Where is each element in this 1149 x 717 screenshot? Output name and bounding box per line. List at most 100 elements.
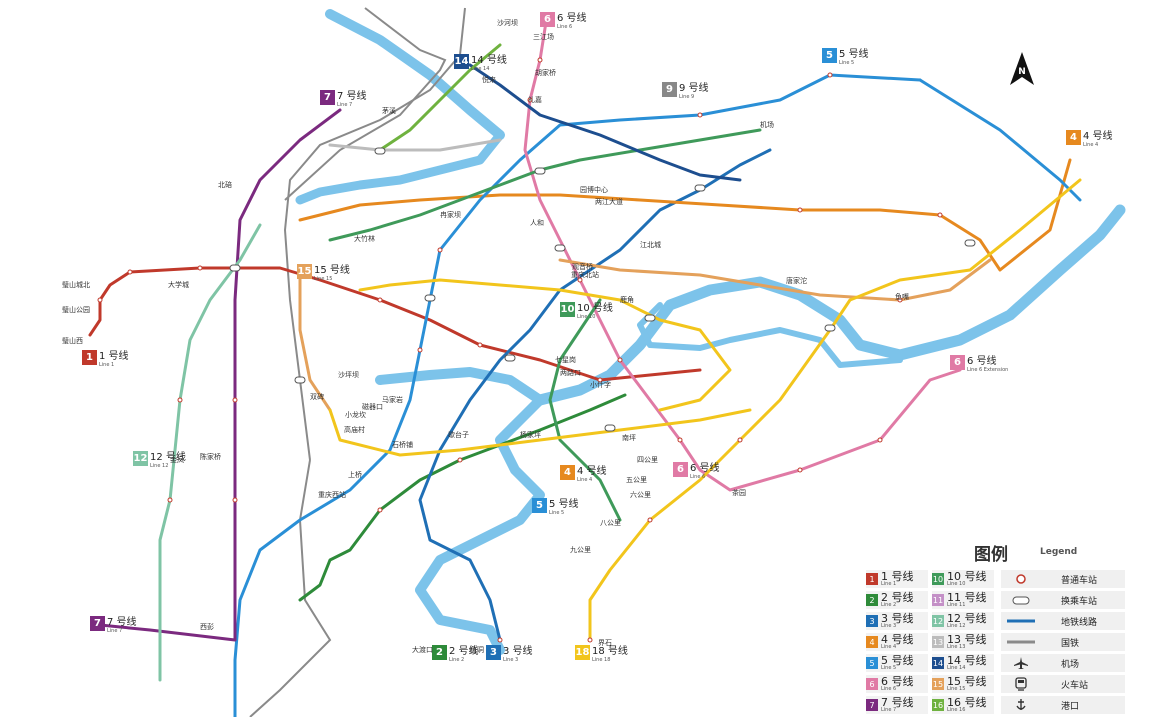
legend-line-en: Line 4 (881, 643, 897, 650)
north-arrow-icon: N (1005, 50, 1039, 88)
legend-symbol-label: 火车站 (1061, 680, 1089, 691)
line-badge-cn: 9 号线 (679, 83, 709, 94)
station-label: 南坪 (622, 434, 636, 442)
station-label: 重庆西站 (318, 491, 346, 499)
line-badge-2: 2 (432, 645, 447, 660)
station-label: 大学城 (168, 281, 189, 289)
station-label: 磁器口 (362, 403, 383, 411)
line-badge-en: Line 2 (449, 657, 465, 663)
station-label: 金凤 (170, 456, 184, 464)
line-badge-en: Line 6 (557, 24, 573, 30)
station-label: 江北城 (640, 241, 661, 249)
north-label: N (1018, 67, 1026, 77)
station-label: 胡家桥 (535, 69, 556, 77)
legend-line-en: Line 11 (947, 601, 966, 608)
line-badge-7b: 7 (90, 616, 105, 631)
legend-line-cn: 11 号线 (947, 590, 987, 604)
line-12 (158, 223, 262, 682)
line-badge-en: Line 5 (549, 510, 565, 516)
line-badge-10: 10 (560, 302, 575, 317)
railway-icon (1001, 639, 1041, 645)
legend-line-cn: 4 号线 (881, 632, 914, 646)
legend-symbol-row: 港口 (1001, 696, 1125, 714)
station-label: 马家岩 (382, 396, 403, 404)
legend-line-en: Line 3 (881, 622, 897, 629)
station-markers (97, 57, 943, 643)
legend-line-en: Line 16 (947, 706, 966, 713)
line-badge-cn: 15 号线 (314, 265, 350, 276)
station-label: 茶园 (732, 489, 746, 497)
legend-line-swatch: 3 (866, 615, 878, 627)
legend-line-swatch: 15 (932, 678, 944, 690)
line-badge-en: Line 14 (471, 66, 490, 72)
legend-title: 图例 (974, 545, 1008, 565)
line-15 (298, 268, 332, 412)
station-label: 璧山城北 (62, 281, 90, 289)
line-badge-cn: 18 号线 (592, 646, 628, 657)
station-label: 两江大道 (595, 198, 623, 206)
station-label: 鱼洞 (470, 646, 484, 654)
line-badge-en: Line 4 (577, 477, 593, 483)
line-badge-6c: 6 (950, 355, 965, 370)
line-badge-cn: 4 号线 (577, 466, 607, 477)
legend-line-cn: 13 号线 (947, 632, 987, 646)
line-badge-6: 6 (540, 12, 555, 27)
line-badge-5b: 5 (532, 498, 547, 513)
legend-symbol-row: 火车站 (1001, 675, 1125, 693)
legend-line-swatch: 4 (866, 636, 878, 648)
station-label: 冉家坝 (440, 211, 461, 219)
station-label: 八公里 (600, 519, 621, 527)
line-badge-en: Line 9 (679, 94, 695, 100)
legend-symbol-label: 港口 (1061, 701, 1080, 712)
line-badge-15: 15 (297, 264, 312, 279)
line-badge-cn: 7 号线 (337, 91, 367, 102)
port-icon (1001, 698, 1041, 712)
line-badge-cn: 3 号线 (503, 646, 533, 657)
line-badge-en: Line 6 (690, 474, 706, 480)
legend-line-en: Line 5 (881, 664, 897, 671)
legend-line-cn: 2 号线 (881, 590, 914, 604)
line-badge-6b: 6 (673, 462, 688, 477)
line-6 (523, 20, 962, 492)
station-icon (1001, 574, 1041, 584)
line-badge-18: 18 (575, 645, 590, 660)
legend-line-swatch: 14 (932, 657, 944, 669)
legend-line-swatch: 1 (866, 573, 878, 585)
line-13 (328, 138, 502, 152)
legend-line-en: Line 7 (881, 706, 897, 713)
line-10 (328, 128, 762, 242)
station-label: 璧山公园 (62, 306, 90, 314)
legend-line-swatch: 5 (866, 657, 878, 669)
line-badge-en: Line 4 (1083, 142, 1099, 148)
transfer-icon (1001, 595, 1041, 605)
station-label: 双碑 (310, 393, 324, 401)
line-18 (588, 178, 1082, 642)
station-label: 歇台子 (448, 431, 469, 439)
line-1 (88, 266, 702, 382)
line-badge-en: Line 7 (107, 628, 123, 634)
station-label: 西彭 (200, 623, 214, 631)
line-badge-4b: 4 (560, 465, 575, 480)
